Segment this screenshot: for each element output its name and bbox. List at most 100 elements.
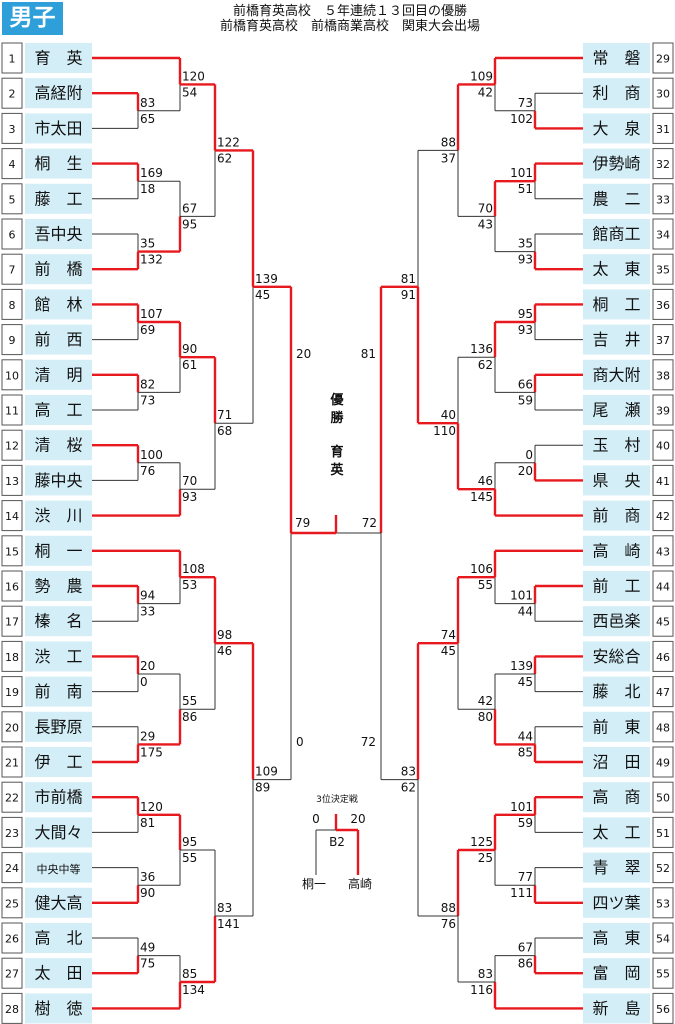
score: 82 [140, 377, 155, 391]
score: 136 [470, 342, 493, 356]
seed-box [1, 500, 23, 532]
team-name: 西邑楽 [592, 612, 640, 631]
seed-box [1, 464, 23, 496]
score: 83 [217, 901, 232, 915]
score: 120 [140, 800, 163, 814]
score: 62 [217, 151, 232, 165]
seed-number: 23 [5, 827, 19, 840]
team-name-box [25, 641, 92, 672]
seed-box [652, 218, 674, 250]
seed-box [652, 148, 674, 180]
score: 81 [401, 272, 416, 286]
champion-char: 英 [329, 462, 344, 478]
team-name-box [583, 887, 650, 918]
seed-box [1, 816, 23, 848]
score: 44 [518, 729, 533, 743]
header-line-1: 前橋育英高校 ５年連続１３回目の優勝 [232, 4, 467, 19]
team-name-box [583, 571, 650, 601]
team-name: 常 磐 [592, 49, 640, 68]
seed-number: 15 [5, 545, 19, 558]
team-name: 前 東 [592, 717, 640, 736]
seed-box [652, 183, 674, 215]
score: 90 [140, 886, 155, 900]
team-name: 農 二 [592, 189, 640, 208]
score: 83 [478, 967, 493, 981]
score: 45 [255, 288, 270, 302]
score: 93 [182, 490, 197, 504]
score: 35 [140, 237, 155, 251]
team-name-box [583, 817, 650, 848]
score: 122 [217, 135, 240, 149]
seed-number: 19 [5, 686, 19, 699]
team-name: 藤中央 [34, 471, 82, 490]
team-name: 吾中央 [34, 225, 82, 244]
score: 81 [140, 816, 155, 830]
seed-box [652, 640, 674, 672]
score: 61 [182, 358, 197, 372]
team-name: 樹 徳 [34, 999, 82, 1018]
seed-box [652, 992, 674, 1024]
team-name: 桐 生 [34, 154, 82, 173]
team-name-box [583, 430, 650, 461]
seed-number: 54 [656, 933, 670, 946]
seed-number: 35 [656, 264, 670, 277]
score: 88 [441, 901, 456, 915]
team-name: 桐 一 [34, 541, 82, 560]
score: 132 [140, 253, 163, 267]
seed-box [652, 253, 674, 285]
team-name-box [25, 219, 92, 249]
seed-number: 43 [656, 545, 670, 558]
team-name-box [25, 535, 92, 566]
score: 94 [140, 589, 155, 603]
score: 20 [140, 659, 155, 673]
semi-score: 20 [296, 347, 311, 361]
seed-number: 13 [5, 475, 19, 488]
score: 70 [182, 474, 197, 488]
seed-box [652, 781, 674, 813]
team-name: 県 央 [592, 471, 640, 490]
third-place-team: 桐一 [302, 877, 326, 891]
seed-box [652, 324, 674, 356]
seed-number: 30 [656, 88, 670, 101]
score: 107 [140, 307, 163, 321]
score: 109 [255, 765, 278, 779]
seed-number: 39 [656, 405, 670, 418]
team-name: 伊勢崎 [592, 154, 640, 173]
score: 75 [140, 957, 155, 971]
score: 108 [182, 562, 205, 576]
team-name: 長野原 [34, 717, 82, 736]
seed-number: 2 [9, 88, 16, 101]
team-name-box [25, 711, 92, 742]
seed-box [1, 922, 23, 954]
seed-number: 46 [656, 651, 670, 664]
seed-number: 56 [656, 1003, 670, 1016]
team-name-box [25, 817, 92, 848]
team-name: 勢 農 [34, 577, 82, 596]
score: 95 [518, 307, 533, 321]
team-name: 前 西 [34, 330, 82, 349]
score: 88 [441, 135, 456, 149]
seed-number: 37 [656, 334, 670, 347]
seed-number: 26 [5, 933, 19, 946]
final-score: 72 [362, 516, 377, 530]
score: 46 [478, 474, 493, 488]
score: 70 [478, 201, 493, 215]
team-name-box [583, 711, 650, 742]
team-name-box [583, 183, 650, 214]
team-name: 沼 田 [592, 753, 640, 772]
score: 86 [518, 957, 533, 971]
team-name: 吉 井 [592, 330, 640, 349]
team-name-box [583, 852, 650, 883]
seed-box [1, 253, 23, 285]
seed-number: 55 [656, 968, 670, 981]
score: 145 [470, 490, 493, 504]
score: 62 [401, 781, 416, 795]
seed-box [652, 535, 674, 567]
seed-number: 52 [656, 862, 670, 875]
seed-box [652, 500, 674, 532]
score: 18 [140, 182, 155, 196]
team-name: 健大高 [34, 893, 82, 912]
seed-box [652, 359, 674, 391]
seed-box [652, 394, 674, 426]
team-name-box [25, 148, 92, 179]
